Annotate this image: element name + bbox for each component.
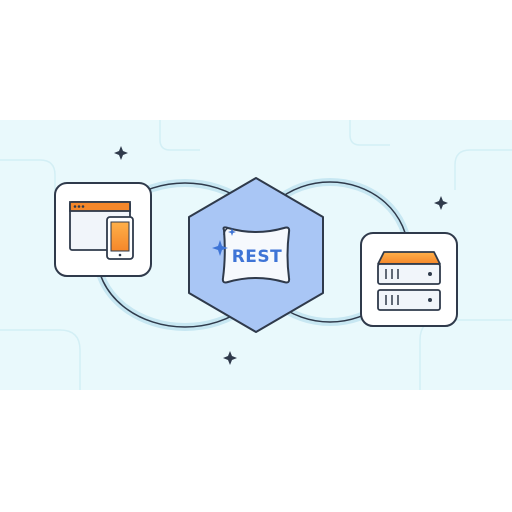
small-blue-sparkle-icon	[228, 228, 236, 236]
server-stack-icon	[377, 251, 441, 311]
blue-sparkle-icon	[212, 240, 228, 256]
rest-pillow-icon: REST	[212, 226, 291, 284]
client-card	[54, 182, 152, 277]
sparkle-icon-right	[434, 196, 448, 210]
sparkle-icon-top-left	[114, 146, 128, 160]
rest-label: REST	[232, 247, 283, 267]
server-card	[360, 232, 458, 327]
sparkle-icon-bottom	[223, 351, 237, 365]
sparkle-icons	[114, 146, 448, 365]
browser-and-mobile-icon	[69, 201, 134, 260]
